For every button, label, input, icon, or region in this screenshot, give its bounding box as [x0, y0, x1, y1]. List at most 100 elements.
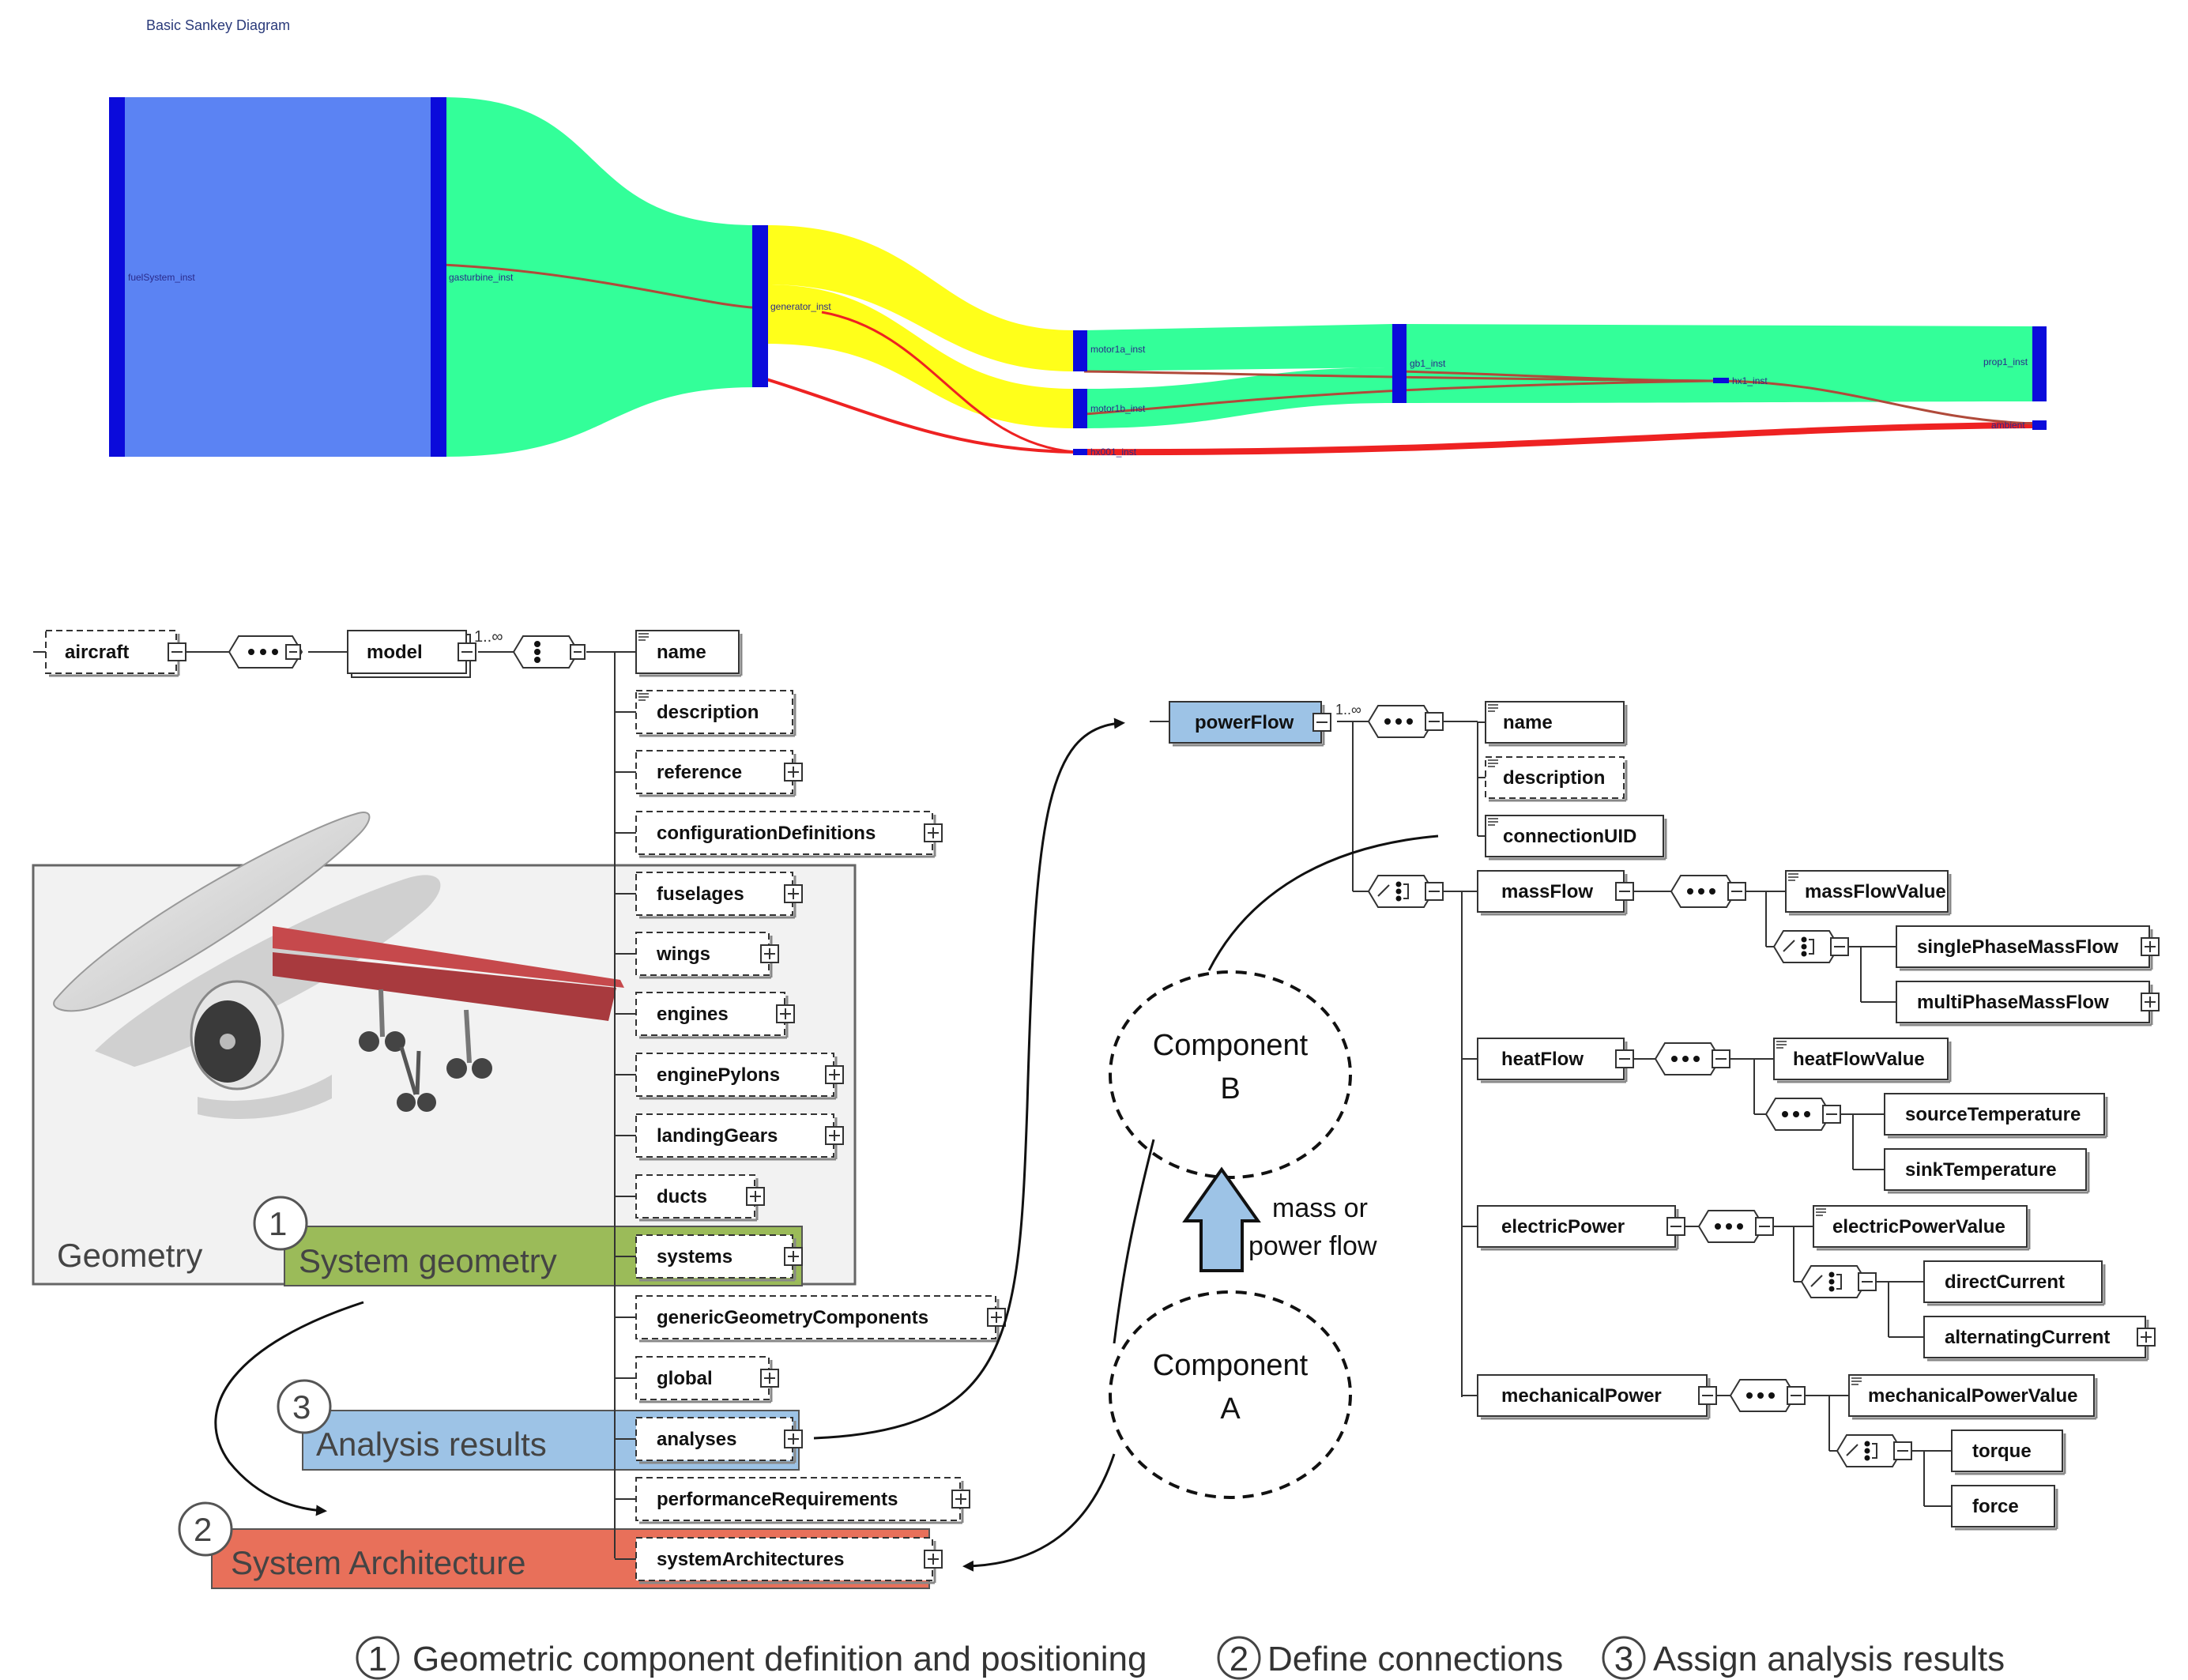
- sequence-compositor-icon: [1764, 1098, 1841, 1131]
- schema-node-name[interactable]: name: [1485, 701, 1628, 747]
- schema-node-label: mechanicalPower: [1501, 1385, 1662, 1407]
- schema-node-reference[interactable]: reference: [635, 750, 803, 797]
- landing-gear-2: [446, 1009, 492, 1079]
- schema-node-configuration-definitions[interactable]: configurationDefinitions: [635, 811, 943, 858]
- caption-text-2: Define connections: [1267, 1640, 1563, 1678]
- connector-systemgeometry-systemarchitecture: [214, 1301, 364, 1516]
- connector-componentb-componenta: [1113, 1139, 1155, 1344]
- sankey-heat-motor1a-hx1: [1083, 370, 1715, 382]
- schema-node-ducts[interactable]: ducts: [635, 1174, 765, 1222]
- schema-node-label: systems: [657, 1246, 732, 1268]
- schema-node-heat-flow[interactable]: heatFlow: [1477, 1038, 1634, 1083]
- schema-node-mass-flow-value[interactable]: massFlowValue: [1785, 870, 1952, 916]
- sankey-node-gb1: [1392, 324, 1407, 403]
- schema-node-label: name: [1503, 712, 1553, 733]
- schema-node-engines[interactable]: engines: [635, 992, 795, 1039]
- flow-arrow-icon: [1182, 1166, 1261, 1272]
- sequence-compositor-icon: [1654, 1042, 1730, 1075]
- schema-node-alternating-current[interactable]: alternatingCurrent: [1923, 1316, 2156, 1362]
- sankey-heat-generator-hx001-b: [821, 311, 1075, 454]
- schema-node-electric-power[interactable]: electricPower: [1477, 1205, 1685, 1251]
- sankey-heat-gb1-hx1: [1401, 370, 1715, 382]
- svg-text:2: 2: [1230, 1640, 1248, 1678]
- schema-node-label: enginePylons: [657, 1064, 780, 1086]
- schema-node-label: description: [657, 702, 759, 723]
- component-a: Component A: [1109, 1290, 1352, 1499]
- schema-node-power-flow[interactable]: powerFlow: [1169, 701, 1331, 747]
- schema-node-wings[interactable]: wings: [635, 932, 779, 979]
- component-b-line1: Component: [1153, 1029, 1309, 1062]
- model-schema-tree: 1..∞ aircraft model name description referen…: [33, 628, 1006, 1584]
- schema-node-single-phase-mass-flow[interactable]: singlePhaseMassFlow: [1896, 925, 2160, 971]
- sankey-label-fuelsystem: fuelSystem_inst: [128, 272, 195, 283]
- choice-compositor-icon: [1836, 1434, 1912, 1467]
- schema-node-mass-flow[interactable]: massFlow: [1477, 870, 1634, 916]
- schema-node-generic-geometry-components[interactable]: genericGeometryComponents: [635, 1295, 1006, 1343]
- analysis-results-label: Analysis results: [316, 1426, 547, 1463]
- schema-node-label: alternatingCurrent: [1945, 1327, 2110, 1348]
- schema-node-label: force: [1972, 1496, 2019, 1517]
- schema-node-model[interactable]: model: [347, 630, 476, 678]
- schema-node-systems[interactable]: systems: [635, 1234, 803, 1282]
- sankey-node-hx001: [1073, 449, 1087, 455]
- schema-node-analyses[interactable]: analyses: [635, 1417, 803, 1464]
- schema-node-electric-power-value[interactable]: electricPowerValue: [1813, 1205, 2031, 1251]
- schema-node-direct-current[interactable]: directCurrent: [1923, 1260, 2106, 1306]
- choice-compositor-icon: [1772, 930, 1849, 963]
- schema-node-torque[interactable]: torque: [1951, 1430, 2066, 1475]
- schema-node-connection-uid[interactable]: connectionUID: [1485, 815, 1667, 861]
- schema-node-label: singlePhaseMassFlow: [1917, 936, 2118, 958]
- schema-node-global[interactable]: global: [635, 1356, 779, 1403]
- marker-1: 1: [253, 1196, 308, 1251]
- wing-lower: [273, 952, 616, 1021]
- schema-node-mechanical-power-value[interactable]: mechanicalPowerValue: [1848, 1374, 2098, 1420]
- svg-text:1: 1: [368, 1640, 387, 1678]
- sankey-label-prop1: prop1_inst: [1983, 356, 2028, 367]
- schema-node-label: directCurrent: [1945, 1271, 2065, 1293]
- component-b-line2: B: [1220, 1072, 1240, 1106]
- schema-node-label: engines: [657, 1004, 729, 1025]
- schema-node-force[interactable]: force: [1951, 1485, 2058, 1531]
- caption-text-1: Geometric component definition and posit…: [412, 1640, 1147, 1678]
- sequence-compositor-icon: [1729, 1379, 1806, 1412]
- schema-node-name[interactable]: name: [635, 630, 743, 677]
- schema-node-performance-requirements[interactable]: performanceRequirements: [635, 1477, 970, 1524]
- marker-3: 3: [277, 1379, 332, 1434]
- schema-node-engine-pylons[interactable]: enginePylons: [635, 1053, 844, 1100]
- component-a-line2: A: [1220, 1392, 1241, 1426]
- sankey-flow-generator-motor1a: [766, 225, 1075, 371]
- model-cardinality: 1..∞: [474, 628, 503, 646]
- schema-node-multi-phase-mass-flow[interactable]: multiPhaseMassFlow: [1896, 981, 2160, 1026]
- sankey-heat-hx001-ambient: [1083, 422, 2033, 456]
- schema-node-mechanical-power[interactable]: mechanicalPower: [1477, 1374, 1717, 1420]
- sankey-flow-motor1a-gb1: [1084, 324, 1392, 371]
- system-architecture-label: System Architecture: [231, 1544, 525, 1581]
- sankey-flow-gasturbine-generator: [442, 97, 757, 457]
- schema-node-landing-gears[interactable]: landingGears: [635, 1113, 844, 1161]
- schema-node-aircraft[interactable]: aircraft: [45, 630, 186, 677]
- schema-node-heat-flow-value[interactable]: heatFlowValue: [1773, 1038, 1952, 1083]
- sankey-node-hx1: [1713, 378, 1729, 383]
- schema-node-fuselages[interactable]: fuselages: [635, 872, 803, 919]
- schema-node-label: heatFlow: [1501, 1049, 1584, 1070]
- schema-node-description[interactable]: description: [1485, 756, 1628, 802]
- schema-node-label: massFlow: [1501, 881, 1593, 902]
- component-b: Component B: [1109, 970, 1352, 1179]
- sankey-heat-generator-hx001: [766, 378, 1075, 454]
- svg-text:1: 1: [269, 1205, 287, 1242]
- schema-node-label: performanceRequirements: [657, 1489, 898, 1510]
- schema-node-description[interactable]: description: [635, 690, 796, 737]
- system-geometry-label: System geometry: [299, 1242, 557, 1279]
- component-a-line1: Component: [1153, 1349, 1309, 1382]
- sankey-label-ambient: ambient: [1991, 420, 2025, 431]
- schema-node-sink-temperature[interactable]: sinkTemperature: [1884, 1148, 2090, 1194]
- schema-node-system-architectures[interactable]: systemArchitectures: [635, 1537, 943, 1584]
- powerflow-cardinality: 1..∞: [1335, 702, 1361, 718]
- schema-node-label: connectionUID: [1503, 826, 1636, 847]
- svg-text:3: 3: [292, 1388, 311, 1426]
- schema-node-source-temperature[interactable]: sourceTemperature: [1884, 1093, 2108, 1139]
- sequence-compositor-icon: [1670, 875, 1746, 908]
- choice-compositor-icon: [1367, 875, 1444, 908]
- schema-node-label: description: [1503, 767, 1605, 789]
